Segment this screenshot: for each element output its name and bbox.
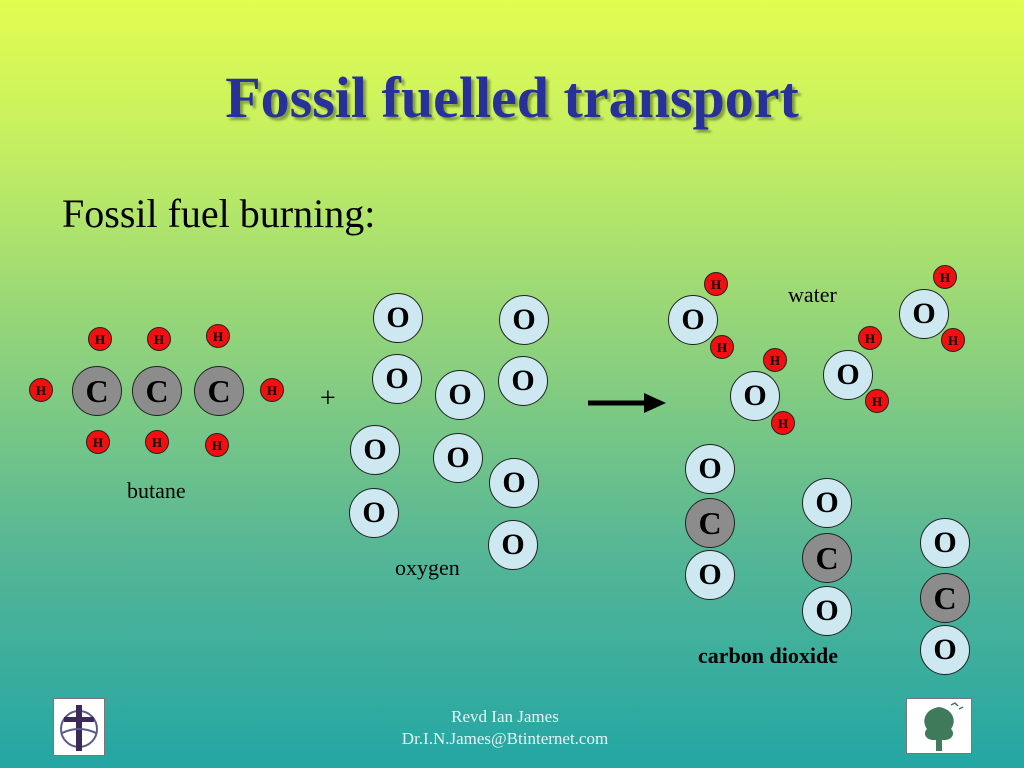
carbon-atom: C [132,366,182,416]
hydrogen-atom: H [205,433,229,457]
oxygen-atom: O [802,478,852,528]
page-title: Fossil fuelled transport [225,65,799,130]
hydrogen-atom: H [88,327,112,351]
arrow-right-icon [588,393,666,413]
hydrogen-atom: H [147,327,171,351]
oxygen-atom: O [920,518,970,568]
footer-credit: Revd Ian James Dr.I.N.James@Btinternet.c… [312,706,698,750]
hydrogen-atom: H [86,430,110,454]
oxygen-label: oxygen [395,555,460,580]
oxygen-atom: O [730,371,780,421]
oxygen-atom: O [920,625,970,675]
oxygen-atom: O [350,425,400,475]
hydrogen-atom: H [206,324,230,348]
butane-label: butane [127,478,186,503]
carbon-atom: C [685,498,735,548]
carbon-atom: C [802,533,852,583]
carbon-dioxide-label: carbon dioxide [698,643,838,668]
oxygen-atom: O [372,354,422,404]
oxygen-atom: O [488,520,538,570]
hydrogen-atom: H [771,411,795,435]
oxygen-atom: O [685,550,735,600]
oxygen-atom: O [435,370,485,420]
water-label: water [788,282,837,307]
hydrogen-atom: H [704,272,728,296]
hydrogen-atom: H [29,378,53,402]
oxygen-atom: O [823,350,873,400]
hydrogen-atom: H [941,328,965,352]
carbon-atom: C [72,366,122,416]
hydrogen-atom: H [260,378,284,402]
oxygen-atom: O [349,488,399,538]
hydrogen-atom: H [710,335,734,359]
hydrogen-atom: H [933,265,957,289]
oxygen-atom: O [685,444,735,494]
oxygen-atom: O [489,458,539,508]
hydrogen-atom: H [145,430,169,454]
hydrogen-atom: H [865,389,889,413]
oxygen-atom: O [499,295,549,345]
author-name: Revd Ian James [451,707,559,726]
oxygen-atom: O [498,356,548,406]
oxygen-atom: O [433,433,483,483]
tree-cross-logo-icon [906,698,972,754]
cross-logo-icon [53,698,105,756]
hydrogen-atom: H [763,348,787,372]
subtitle: Fossil fuel burning: [62,191,376,236]
oxygen-atom: O [802,586,852,636]
oxygen-atom: O [668,295,718,345]
author-email: Dr.I.N.James@Btinternet.com [401,729,609,748]
oxygen-atom: O [899,289,949,339]
oxygen-atom: O [373,293,423,343]
plus-sign: + [320,383,336,414]
hydrogen-atom: H [858,326,882,350]
carbon-atom: C [920,573,970,623]
carbon-atom: C [194,366,244,416]
